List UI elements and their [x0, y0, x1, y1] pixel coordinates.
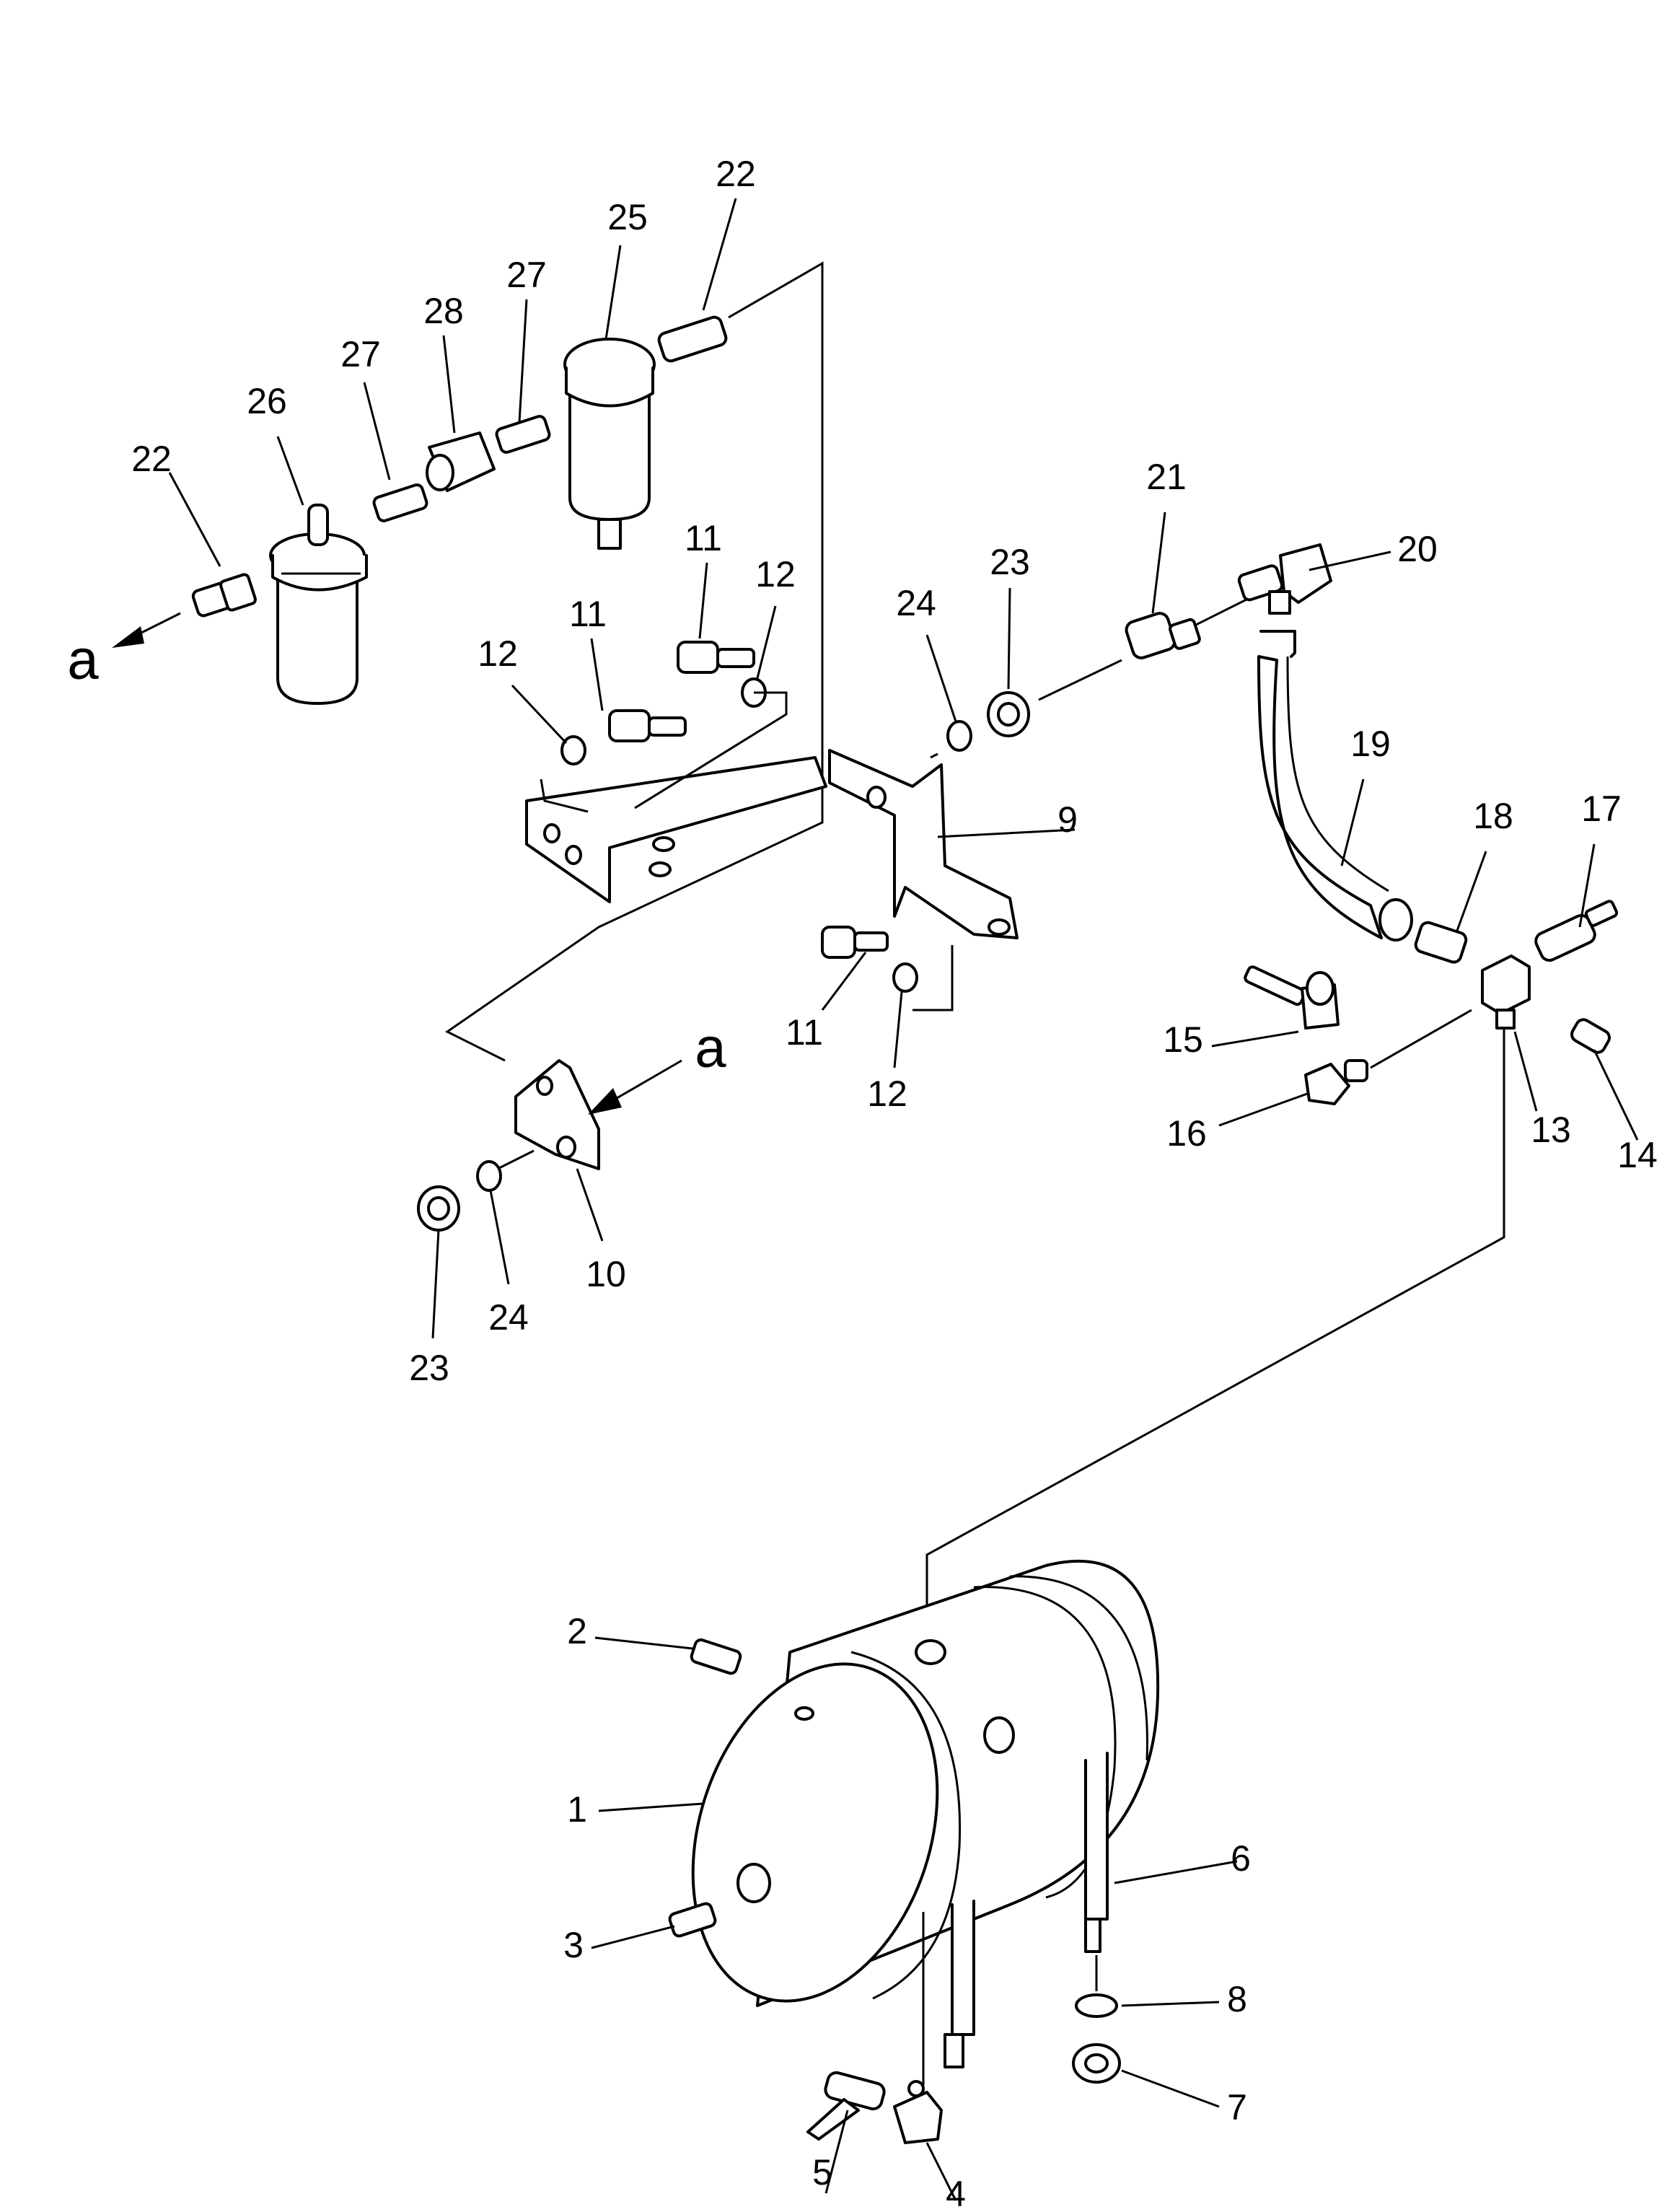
nut-23-lower — [417, 1185, 460, 1232]
callout-23: 23 — [409, 1348, 449, 1388]
callout-8: 8 — [1227, 1979, 1247, 2019]
bolt-11-b — [677, 641, 755, 674]
bolt-11-c — [821, 926, 889, 959]
callout-17: 17 — [1581, 789, 1622, 829]
connector-22-left — [191, 573, 257, 618]
connector-dash — [1370, 1009, 1472, 1069]
bracket-9 — [828, 749, 1019, 939]
nut-7 — [1072, 2043, 1121, 2084]
connector-18 — [1414, 921, 1468, 964]
nut-23-upper — [987, 691, 1030, 737]
filter-assembly — [191, 315, 728, 705]
bolt-11-a — [608, 709, 687, 742]
handle-5 — [806, 2071, 886, 2141]
connector-21 — [1125, 612, 1201, 659]
callout-4: 4 — [946, 2174, 966, 2212]
callout-14: 14 — [1617, 1135, 1658, 1175]
washer-24-upper — [946, 720, 972, 752]
callout-22: 22 — [131, 439, 172, 479]
view-arrow-left — [112, 612, 181, 648]
callout-25: 25 — [607, 197, 648, 237]
callout-20: 20 — [1397, 529, 1438, 569]
callout-3: 3 — [563, 1925, 584, 1965]
callout-7: 7 — [1227, 2087, 1247, 2128]
callout-2: 2 — [567, 1611, 587, 1651]
air-tank-1 — [691, 1559, 1160, 2007]
hose-19 — [1257, 630, 1413, 942]
filter-bowl-26 — [269, 504, 368, 705]
filter-25 — [563, 338, 656, 550]
elbow-20 — [1237, 543, 1332, 615]
connector-27-left — [372, 483, 428, 522]
callout-26: 26 — [247, 381, 287, 421]
callout-27: 27 — [506, 255, 547, 295]
washer-24-lower — [476, 1160, 502, 1192]
connector-dash — [540, 778, 589, 813]
plug-14 — [1570, 1018, 1611, 1054]
connector-2 — [690, 1638, 742, 1675]
pipe-route-upper — [445, 261, 824, 1062]
pipe-route-lower — [925, 1028, 1505, 1620]
callout-16: 16 — [1166, 1113, 1207, 1154]
callout-24: 24 — [896, 583, 936, 623]
tee-block-13 — [1481, 954, 1531, 1030]
callout-19: 19 — [1350, 724, 1391, 764]
connector-dash — [912, 945, 954, 1011]
band-6 — [944, 1752, 1109, 2068]
callout-18: 18 — [1473, 796, 1513, 836]
view-arrow-bracket — [588, 1059, 682, 1115]
washer-12-c — [892, 962, 918, 993]
callout-11: 11 — [685, 518, 722, 558]
bracket-10 — [514, 1059, 600, 1170]
callout-1: 1 — [567, 1789, 587, 1830]
view-marker-a: a — [695, 1016, 726, 1079]
callout-27: 27 — [340, 334, 381, 374]
connector-22-right — [657, 315, 728, 363]
bracket-long — [525, 756, 827, 903]
callout-5: 5 — [812, 2152, 832, 2193]
callout-12: 12 — [478, 633, 518, 674]
callout-9: 9 — [1057, 799, 1078, 840]
callout-24: 24 — [488, 1297, 529, 1338]
callout-15: 15 — [1163, 1019, 1203, 1060]
washer-8 — [1075, 1993, 1118, 2018]
callout-12: 12 — [755, 554, 796, 594]
callout-11: 11 — [786, 1012, 823, 1053]
washer-12-a — [560, 735, 586, 765]
callout-6: 6 — [1231, 1838, 1251, 1879]
callout-28: 28 — [423, 291, 464, 331]
view-marker-a: a — [67, 628, 99, 691]
callout-11: 11 — [569, 594, 607, 634]
connector-27-right — [495, 415, 551, 454]
leader-lines — [168, 198, 1639, 2201]
callout-12: 12 — [867, 1074, 907, 1114]
connector-dash — [930, 752, 938, 759]
callout-21: 21 — [1146, 457, 1187, 497]
connector-17 — [1534, 900, 1619, 962]
callout-22: 22 — [716, 154, 756, 194]
elbow-16 — [1304, 1059, 1368, 1105]
drain-valve-4 — [893, 2080, 943, 2144]
callout-23: 23 — [990, 542, 1030, 582]
connector-dash — [634, 691, 788, 809]
valve-15 — [1244, 965, 1340, 1030]
callout-10: 10 — [586, 1254, 626, 1294]
connector-dash — [497, 1149, 535, 1170]
callout-13: 13 — [1531, 1110, 1571, 1150]
connector-dash — [1038, 659, 1122, 701]
tee-fitting-28 — [426, 431, 496, 492]
